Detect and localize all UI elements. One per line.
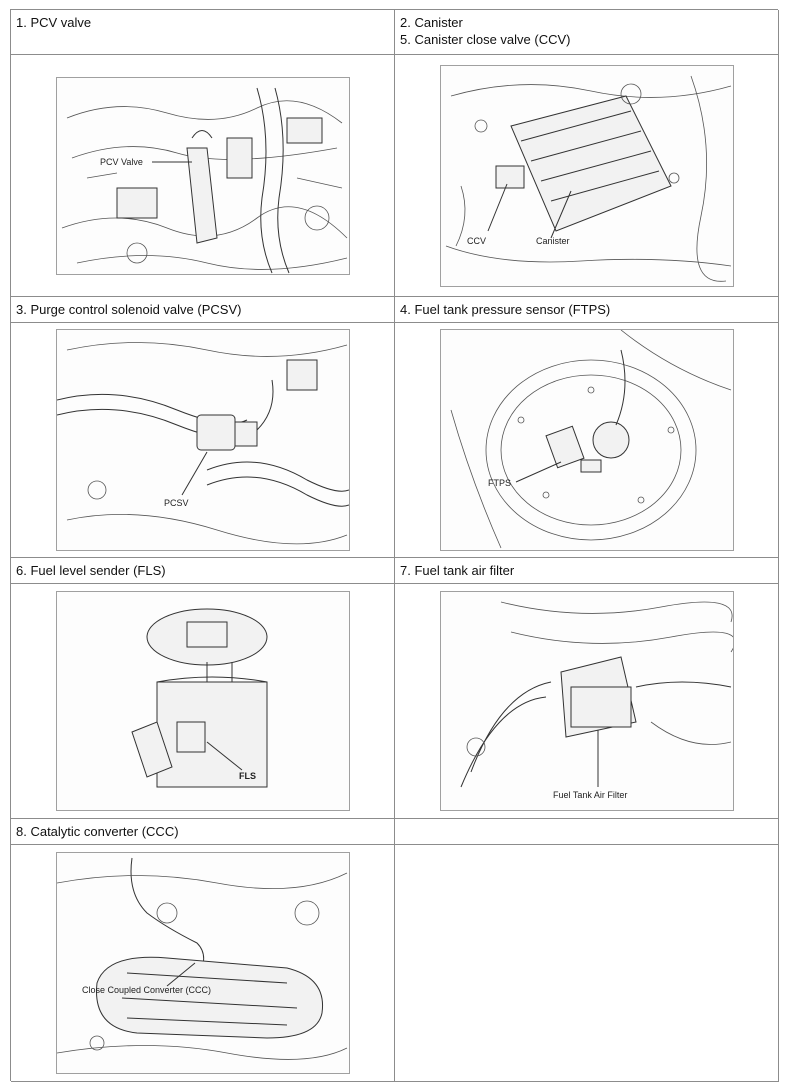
header-text: 5. Canister close valve (CCV) xyxy=(400,32,571,47)
header-air-filter: 7. Fuel tank air filter xyxy=(395,558,779,584)
callout-label: Close Coupled Converter (CCC) xyxy=(82,985,211,995)
header-pcsv: 3. Purge control solenoid valve (PCSV) xyxy=(11,297,395,323)
header-text: 3. Purge control solenoid valve (PCSV) xyxy=(16,302,242,317)
header-text: 7. Fuel tank air filter xyxy=(400,563,515,578)
fls-diagram: FLS xyxy=(55,591,350,811)
empty-image-cell xyxy=(395,845,779,1082)
callout-label: PCSV xyxy=(164,498,189,508)
header-ftps: 4. Fuel tank pressure sensor (FTPS) xyxy=(395,297,779,323)
air-filter-diagram: Fuel Tank Air Filter xyxy=(439,591,734,811)
callout-label: PCV Valve xyxy=(100,157,143,167)
canister-diagram: CCV Canister xyxy=(439,64,734,287)
image-cell-canister: CCV Canister xyxy=(395,55,779,297)
image-cell-fls: FLS xyxy=(11,584,395,819)
component-table: 1. PCV valve 2. Canister 5. Canister clo… xyxy=(10,9,779,1082)
header-text: 4. Fuel tank pressure sensor (FTPS) xyxy=(400,302,611,317)
image-cell-catalytic-converter: Close Coupled Converter (CCC) xyxy=(11,845,395,1082)
header-fls: 6. Fuel level sender (FLS) xyxy=(11,558,395,584)
pcsv-diagram: PCSV xyxy=(55,329,350,551)
callout-label: FLS xyxy=(239,771,256,781)
callout-label: FTPS xyxy=(488,478,511,488)
image-cell-air-filter: Fuel Tank Air Filter xyxy=(395,584,779,819)
header-text: 1. PCV valve xyxy=(16,15,92,30)
empty-header-cell xyxy=(395,819,779,845)
pcv-valve-diagram: PCV Valve xyxy=(55,76,350,275)
header-text: 2. Canister xyxy=(400,15,463,30)
header-catalytic-converter: 8. Catalytic converter (CCC) xyxy=(11,819,395,845)
ftps-diagram: FTPS xyxy=(439,329,734,551)
header-text: 8. Catalytic converter (CCC) xyxy=(16,824,179,839)
image-cell-ftps: FTPS xyxy=(395,323,779,558)
image-cell-pcv-valve: PCV Valve xyxy=(11,55,395,297)
image-cell-pcsv: PCSV xyxy=(11,323,395,558)
header-canister: 2. Canister 5. Canister close valve (CCV… xyxy=(395,10,779,55)
callout-label: Fuel Tank Air Filter xyxy=(553,790,627,800)
callout-label: CCV xyxy=(467,236,486,246)
catalytic-converter-diagram: Close Coupled Converter (CCC) xyxy=(55,852,350,1074)
callout-label: Canister xyxy=(536,236,570,246)
header-text: 6. Fuel level sender (FLS) xyxy=(16,563,166,578)
header-pcv-valve: 1. PCV valve xyxy=(11,10,395,55)
